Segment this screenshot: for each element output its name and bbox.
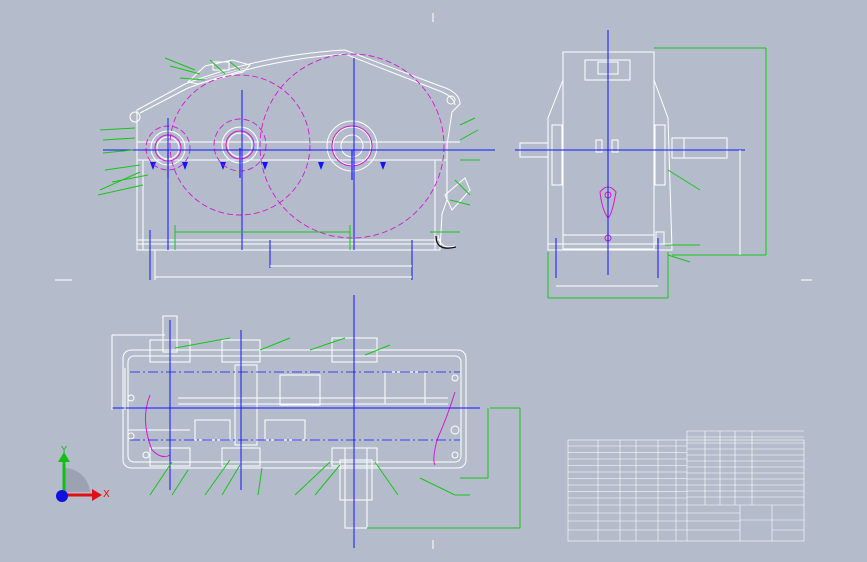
plan-view[interactable] bbox=[111, 295, 521, 548]
plan-view-housing bbox=[122, 315, 467, 529]
triad-x-label: X bbox=[103, 489, 110, 500]
front-view[interactable] bbox=[97, 49, 495, 280]
side-view[interactable] bbox=[515, 30, 767, 299]
triad-x-arrow bbox=[92, 489, 102, 501]
front-view-housing bbox=[129, 49, 471, 251]
plan-view-centerlines bbox=[112, 295, 480, 548]
coordinate-triad[interactable]: Y X bbox=[56, 445, 110, 502]
side-view-centerlines bbox=[515, 30, 745, 278]
triad-y-label: Y bbox=[60, 445, 68, 456]
plan-view-dimensions bbox=[111, 334, 521, 529]
front-view-dimensions bbox=[97, 57, 480, 280]
front-view-pitch-circles bbox=[145, 53, 445, 239]
triad-plane bbox=[64, 467, 90, 492]
side-view-dimensions bbox=[547, 47, 767, 299]
triad-y-arrow bbox=[58, 452, 70, 462]
triad-z-axis bbox=[56, 490, 68, 502]
sheet-tick-marks bbox=[55, 13, 812, 549]
front-view-centerlines bbox=[103, 58, 495, 280]
title-block bbox=[567, 430, 805, 542]
